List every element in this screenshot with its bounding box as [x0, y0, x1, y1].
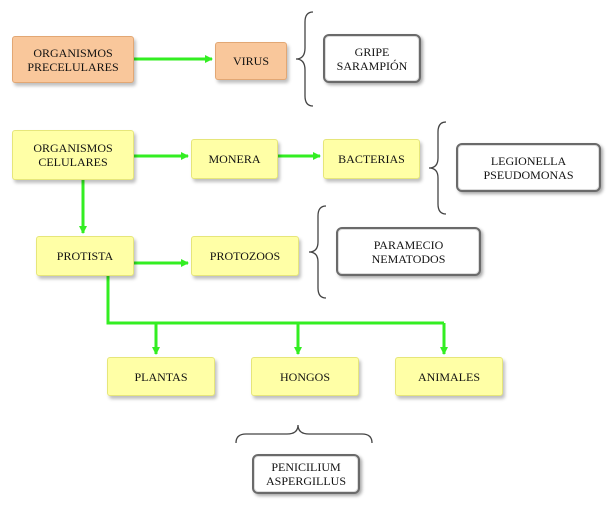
- brace-bacterias-examples: [428, 121, 447, 215]
- node-hongos: HONGOS: [251, 357, 359, 396]
- node-monera: MONERA: [191, 139, 278, 179]
- brace-protozoos-examples: [308, 205, 327, 299]
- node-animales: ANIMALES: [395, 357, 503, 396]
- node-protozoos: PROTOZOOS: [191, 236, 299, 276]
- node-organismos-precelulares: ORGANISMOS PRECELULARES: [12, 36, 134, 83]
- brace-hongos-examples: [235, 424, 373, 444]
- connector-protista-branch: [106, 276, 444, 325]
- example-box-bacterias: LEGIONELLA PSEUDOMONAS: [456, 143, 601, 192]
- node-organismos-celulares: ORGANISMOS CELULARES: [12, 130, 134, 180]
- example-box-hongos: PENICILIUM ASPERGILLUS: [252, 454, 360, 494]
- node-virus: VIRUS: [215, 42, 287, 80]
- node-bacterias: BACTERIAS: [323, 139, 420, 179]
- example-box-virus: GRIPE SARAMPIÓN: [323, 34, 421, 83]
- node-plantas: PLANTAS: [107, 357, 215, 396]
- node-protista: PROTISTA: [36, 236, 134, 276]
- example-box-protozoos: PARAMECIO NEMATODOS: [336, 227, 481, 276]
- brace-virus-examples: [295, 11, 314, 107]
